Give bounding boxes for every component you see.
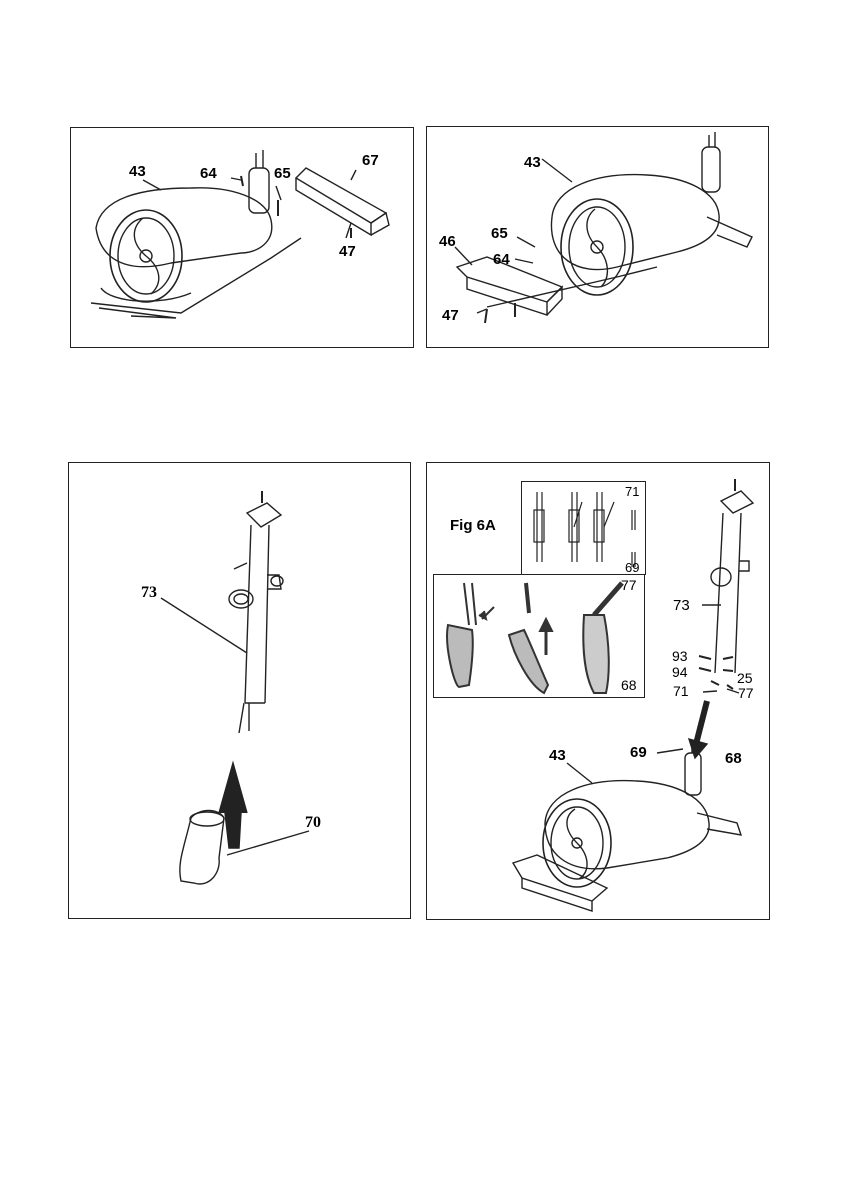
callout-94: 94 xyxy=(672,665,688,680)
callout-46: 46 xyxy=(439,234,456,249)
callout-71: 71 xyxy=(673,684,689,699)
callout-93: 93 xyxy=(672,649,688,664)
callout-70: 70 xyxy=(305,815,321,830)
fig-6a-connector-inset: 71 69 xyxy=(521,481,646,575)
cable-connection-photo xyxy=(434,575,646,699)
callout-47: 47 xyxy=(442,308,459,323)
callout-43: 43 xyxy=(129,164,146,179)
callout-64: 64 xyxy=(200,166,217,181)
callout-68: 68 xyxy=(621,678,637,693)
callout-71: 71 xyxy=(625,484,639,499)
upright-post-drawing xyxy=(69,463,411,919)
cable-connection-photo-inset: 77 68 xyxy=(433,574,645,698)
callout-43: 43 xyxy=(549,748,566,763)
figure-upright-installation: Fig 6A 71 69 xyxy=(426,462,770,920)
callout-77: 77 xyxy=(621,578,637,593)
callout-68: 68 xyxy=(725,751,742,766)
callout-69: 69 xyxy=(630,745,647,760)
callout-73: 73 xyxy=(141,585,157,600)
elliptical-front-stabilizer-drawing xyxy=(427,127,769,348)
callout-65: 65 xyxy=(274,166,291,181)
callout-67: 67 xyxy=(362,153,379,168)
figure-base-rear-stabilizer: 43 64 65 67 47 xyxy=(70,127,414,348)
callout-69: 69 xyxy=(625,560,639,575)
callout-73: 73 xyxy=(673,598,690,613)
callout-64: 64 xyxy=(493,252,510,267)
fig-6a-title: Fig 6A xyxy=(450,518,496,533)
callout-77: 77 xyxy=(738,686,754,701)
figure-upright-post-cover: 73 70 xyxy=(68,462,411,919)
callout-65: 65 xyxy=(491,226,508,241)
callout-43: 43 xyxy=(524,155,541,170)
callout-47: 47 xyxy=(339,244,356,259)
figure-base-front-stabilizer: 43 65 64 46 47 xyxy=(426,126,769,348)
callout-25: 25 xyxy=(737,671,753,686)
